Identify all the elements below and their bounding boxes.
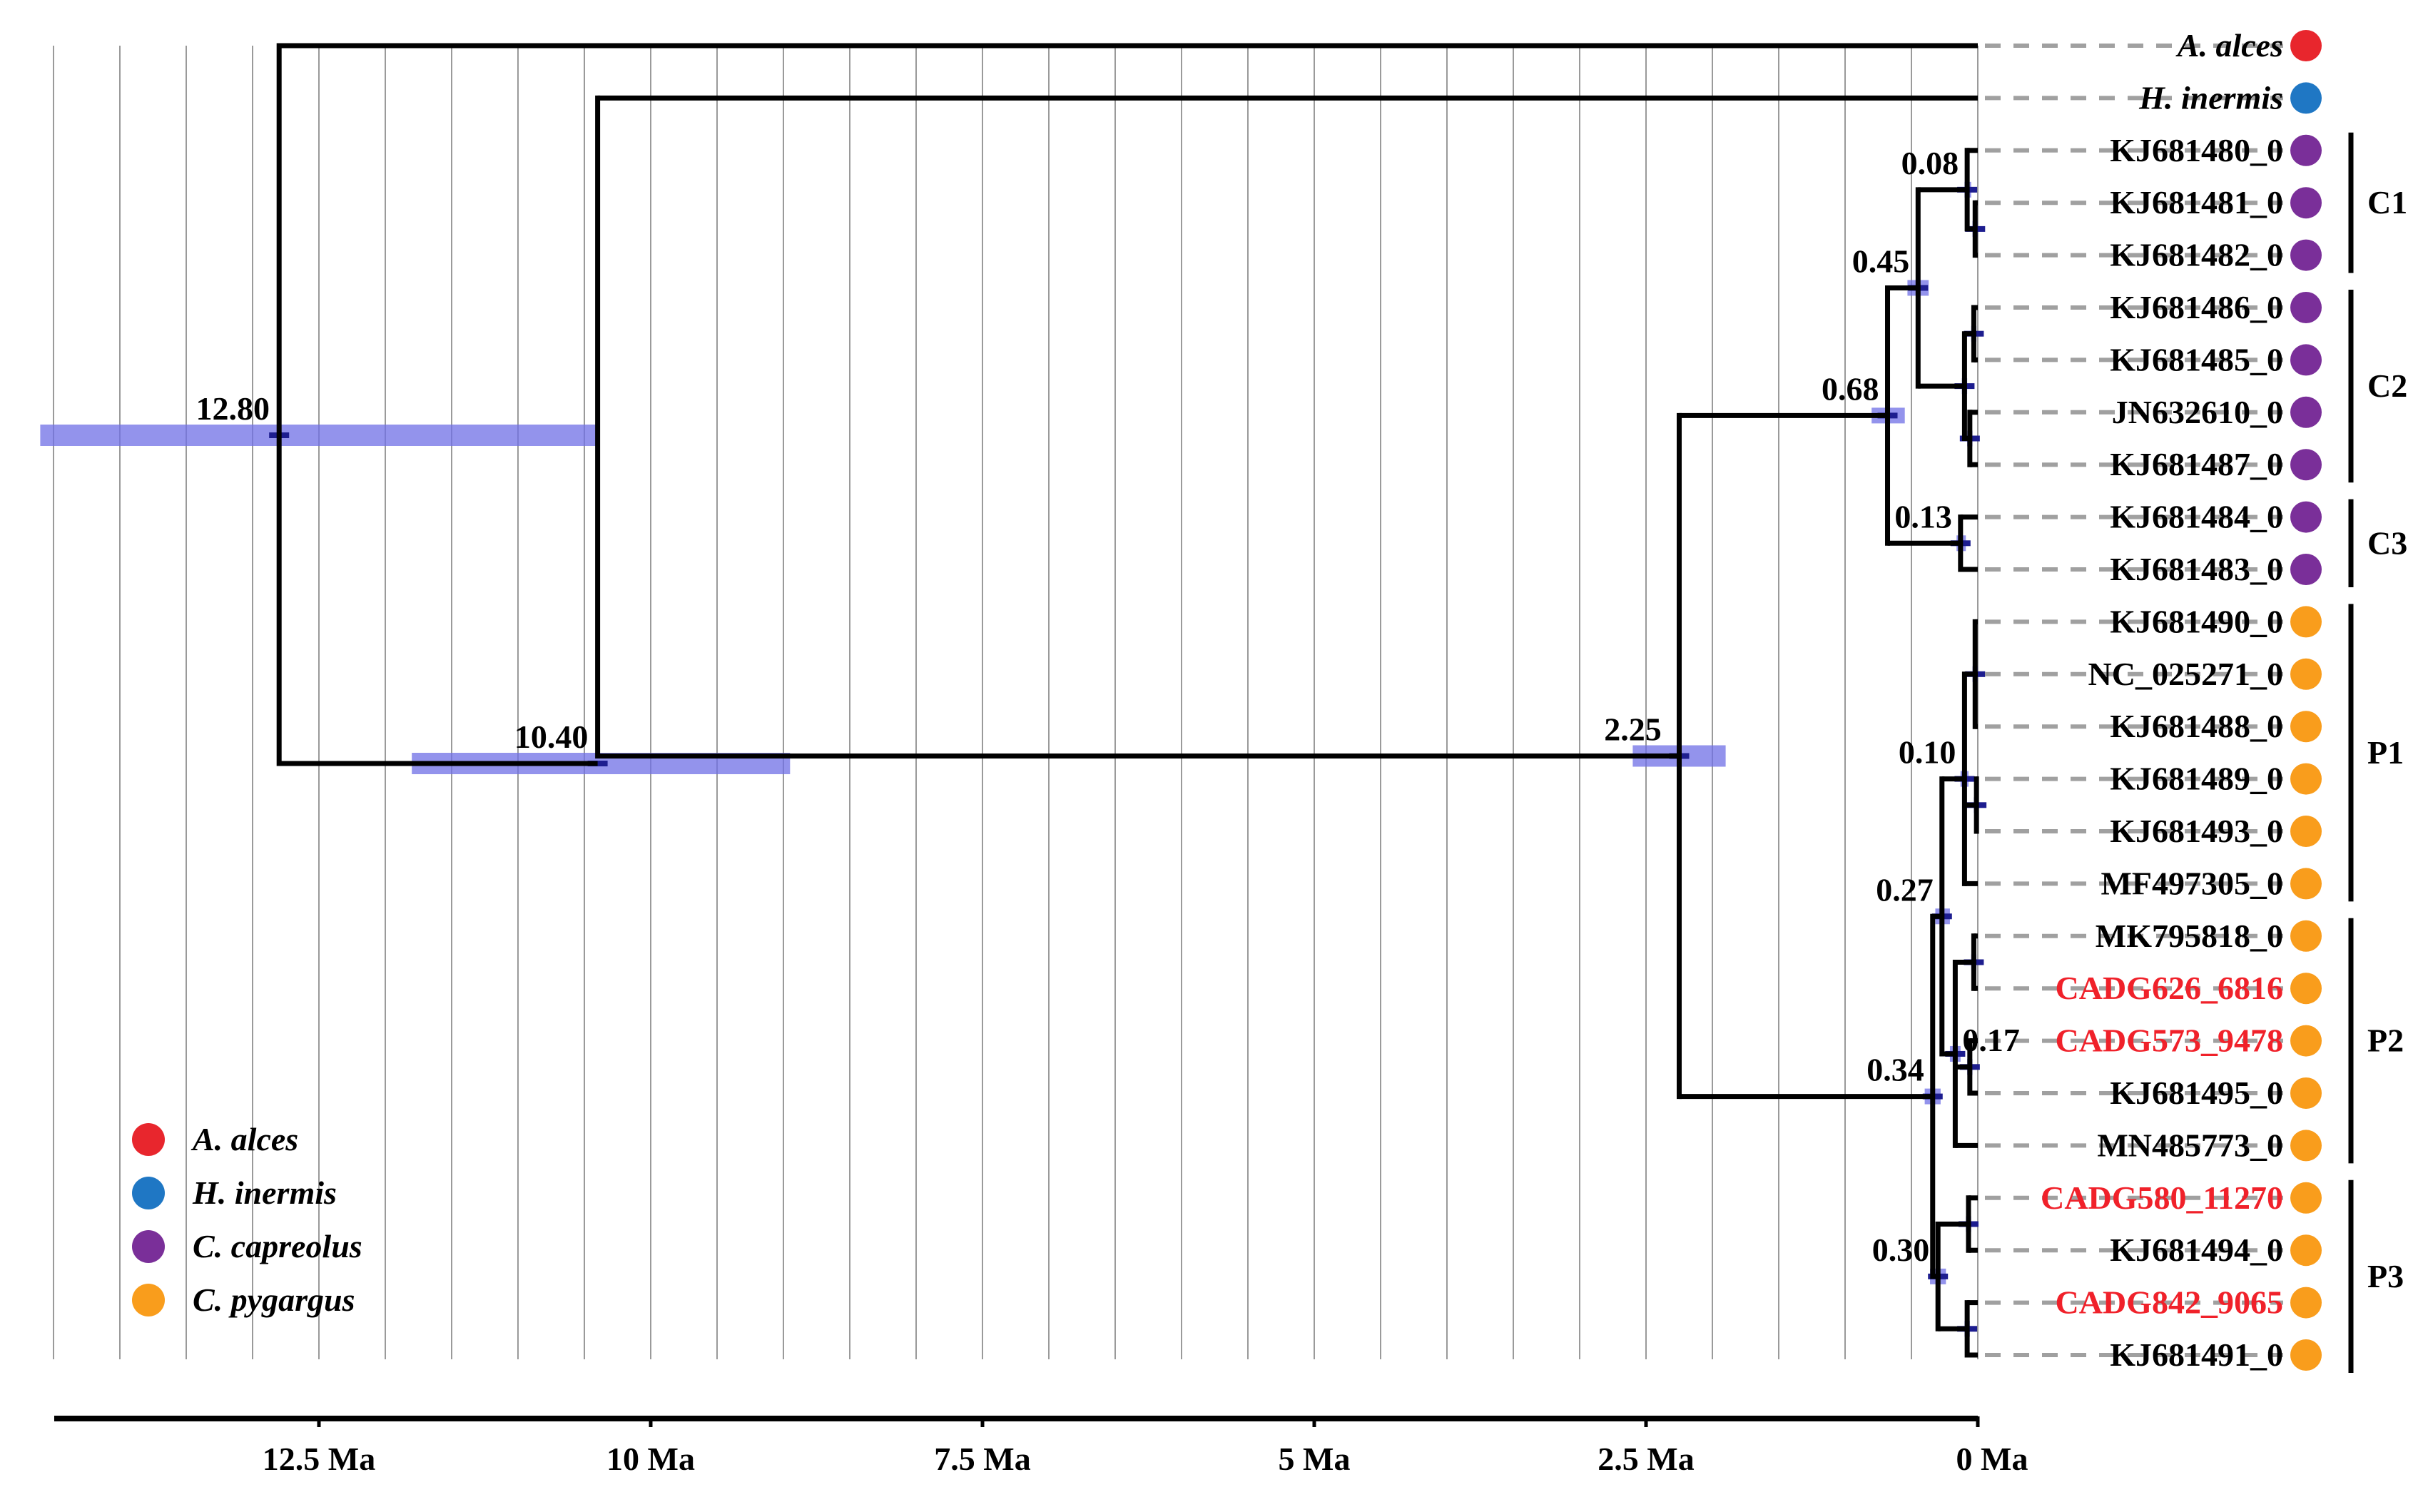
tip-species-dot: [2290, 711, 2322, 743]
tip-species-dot: [2290, 292, 2322, 323]
tip-species-dot: [2290, 239, 2322, 271]
legend-label: A. alces: [191, 1121, 298, 1157]
node-age-label: 2.25: [1604, 711, 1662, 747]
tip-species-dot: [2290, 134, 2322, 166]
hpd-bar: [40, 425, 598, 446]
node-age-label: 0.30: [1872, 1232, 1930, 1268]
clade-label: C2: [2367, 367, 2407, 404]
tip-species-dot: [2290, 30, 2322, 61]
tip-species-dot: [2290, 449, 2322, 481]
axis-tick-label: 12.5 Ma: [263, 1441, 375, 1477]
tip-label: KJ681494_0: [2110, 1232, 2283, 1268]
tip-species-dot: [2290, 606, 2322, 638]
tip-species-dot: [2290, 396, 2322, 428]
tip-label: KJ681481_0: [2110, 184, 2283, 220]
tip-label: KJ681483_0: [2110, 551, 2283, 587]
species-legend: A. alces H. inermis C. capreolus C. pygargu…: [132, 1121, 362, 1318]
tip-species-dot: [2290, 973, 2322, 1005]
axis-tick-label: 5 Ma: [1279, 1441, 1351, 1477]
node-age-label: 0.13: [1894, 498, 1952, 534]
tip-species-dot: [2290, 816, 2322, 847]
tip-label: CADG580_11270: [2041, 1179, 2283, 1216]
legend-label: C. pygargus: [193, 1282, 355, 1318]
node-age-label: 0.34: [1866, 1052, 1924, 1088]
tip-label: JN632610_0: [2112, 394, 2283, 430]
time-grid: [53, 46, 1979, 1359]
legend-swatch: [132, 1123, 165, 1156]
node-age-label: 0.68: [1822, 370, 1879, 407]
tip-label: KJ681490_0: [2110, 603, 2283, 639]
tip-label: H. inermis: [2138, 79, 2283, 116]
tip-label: KJ681493_0: [2110, 813, 2283, 849]
tip-connectors: [1985, 44, 2283, 1357]
legend-swatch: [132, 1230, 165, 1263]
tip-species-dot: [2290, 1234, 2322, 1267]
axis-tick-label: 0 Ma: [1956, 1441, 2028, 1477]
axis-tick-label: 7.5 Ma: [934, 1441, 1030, 1477]
node-age-label: 0.08: [1901, 145, 1959, 181]
node-age-label: 10.40: [514, 719, 589, 755]
tree-branches: [276, 43, 1979, 1358]
node-age-label: 0.27: [1876, 871, 1934, 908]
node-age-labels: 0.08 0.45 0.13 0.68 0.10 0.17 0.27 0.30 0.34 2.25…: [195, 145, 2019, 1268]
tip-species-dot: [2290, 1077, 2322, 1109]
tip-species-dot: [2290, 1339, 2322, 1371]
tip-species-dot: [2290, 763, 2322, 795]
node-age-label: 12.80: [195, 390, 270, 427]
clade-label: C3: [2367, 524, 2407, 561]
tip-label: KJ681488_0: [2110, 708, 2283, 744]
tip-species-dot: [2290, 868, 2322, 900]
tip-label: NC_025271_0: [2088, 656, 2283, 692]
tip-label: KJ681482_0: [2110, 237, 2283, 273]
tip-labels: A. alces H. inermisKJ681480_0KJ681481_0KJ…: [2041, 27, 2322, 1373]
legend-label: H. inermis: [192, 1174, 337, 1211]
tip-label: KJ681487_0: [2110, 446, 2283, 482]
tip-label: CADG842_9065: [2056, 1284, 2283, 1321]
tip-label: KJ681485_0: [2110, 341, 2283, 377]
tip-species-dot: [2290, 1130, 2322, 1162]
tip-label: CADG626_6816: [2056, 970, 2283, 1006]
hpd-bars: [40, 181, 1987, 1337]
tip-species-dot: [2290, 82, 2322, 114]
legend-swatch: [132, 1284, 165, 1316]
tip-species-dot: [2290, 1287, 2322, 1319]
tip-label: KJ681489_0: [2110, 761, 2283, 797]
clade-label: P1: [2367, 734, 2404, 771]
tip-species-dot: [2290, 1025, 2322, 1057]
tip-label: KJ681480_0: [2110, 132, 2283, 168]
tip-label: KJ681491_0: [2110, 1336, 2283, 1373]
node-age-label: 0.17: [1962, 1022, 2020, 1058]
tip-species-dot: [2290, 554, 2322, 585]
tip-species-dot: [2290, 920, 2322, 952]
tip-label: KJ681486_0: [2110, 289, 2283, 325]
node-age-label: 0.45: [1852, 243, 1910, 279]
tip-label: CADG573_9478: [2056, 1023, 2283, 1059]
node-age-label: 0.10: [1899, 734, 1956, 771]
tip-label: KJ681495_0: [2110, 1075, 2283, 1111]
tip-species-dot: [2290, 1182, 2322, 1214]
tip-label: KJ681484_0: [2110, 499, 2283, 535]
axis-tick-label: 2.5 Ma: [1598, 1441, 1694, 1477]
tip-label: MF497305_0: [2101, 865, 2283, 901]
clade-label: P2: [2367, 1023, 2404, 1059]
tip-species-dot: [2290, 501, 2322, 533]
tip-species-dot: [2290, 344, 2322, 376]
legend-swatch: [132, 1177, 165, 1209]
legend-label: C. capreolus: [193, 1228, 362, 1264]
tip-label: A. alces: [2175, 27, 2283, 64]
tip-label: MN485773_0: [2097, 1127, 2283, 1163]
clade-label: C1: [2367, 184, 2407, 220]
tip-label: MK795818_0: [2096, 918, 2283, 954]
clade-label: P3: [2367, 1258, 2404, 1294]
time-axis: 12.5 Ma 10 Ma 7.5 Ma 5 Ma 2.5 Ma 0 Ma: [54, 1416, 2028, 1477]
axis-tick-label: 10 Ma: [606, 1441, 695, 1477]
tip-species-dot: [2290, 658, 2322, 690]
tip-species-dot: [2290, 187, 2322, 219]
